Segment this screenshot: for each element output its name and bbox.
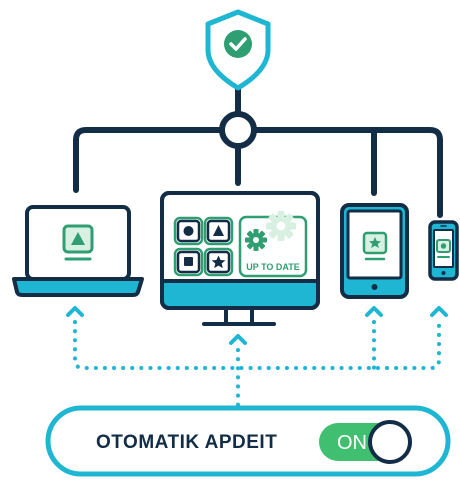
star-app-icon — [203, 247, 234, 277]
desktop-monitor: UP TO DATE — [160, 191, 320, 326]
chevron-up-icon — [365, 306, 383, 317]
toggle-switch[interactable]: ON — [319, 420, 412, 464]
phone-device — [428, 220, 459, 281]
chevron-up-icon — [229, 334, 247, 345]
update-paths — [73, 320, 441, 410]
network-lines — [73, 81, 443, 218]
laptop-device — [12, 205, 144, 297]
up-to-date-label: UP TO DATE — [246, 262, 300, 272]
toggle-state-label: ON — [337, 432, 367, 454]
chevron-up-icon — [430, 306, 448, 317]
toggle-knob[interactable] — [368, 420, 412, 464]
circle-app-icon — [436, 239, 451, 258]
auto-update-label: OTOMATIK APDEIT — [96, 432, 277, 453]
triangle-app-icon — [203, 216, 234, 246]
tablet-device — [340, 203, 409, 299]
gear-icon — [245, 211, 296, 251]
triangle-app-icon — [62, 224, 94, 261]
circle-app-icon — [173, 216, 204, 246]
app-grid — [173, 216, 234, 277]
shield-check-icon — [205, 9, 271, 91]
network-hub — [219, 111, 257, 149]
star-app-icon — [362, 231, 388, 261]
update-status-card: UP TO DATE — [238, 211, 308, 278]
square-app-icon — [173, 247, 204, 277]
update-arrows — [66, 306, 448, 345]
auto-update-toggle[interactable]: OTOMATIK APDEIT ON — [45, 405, 451, 477]
chevron-up-icon — [66, 306, 84, 317]
